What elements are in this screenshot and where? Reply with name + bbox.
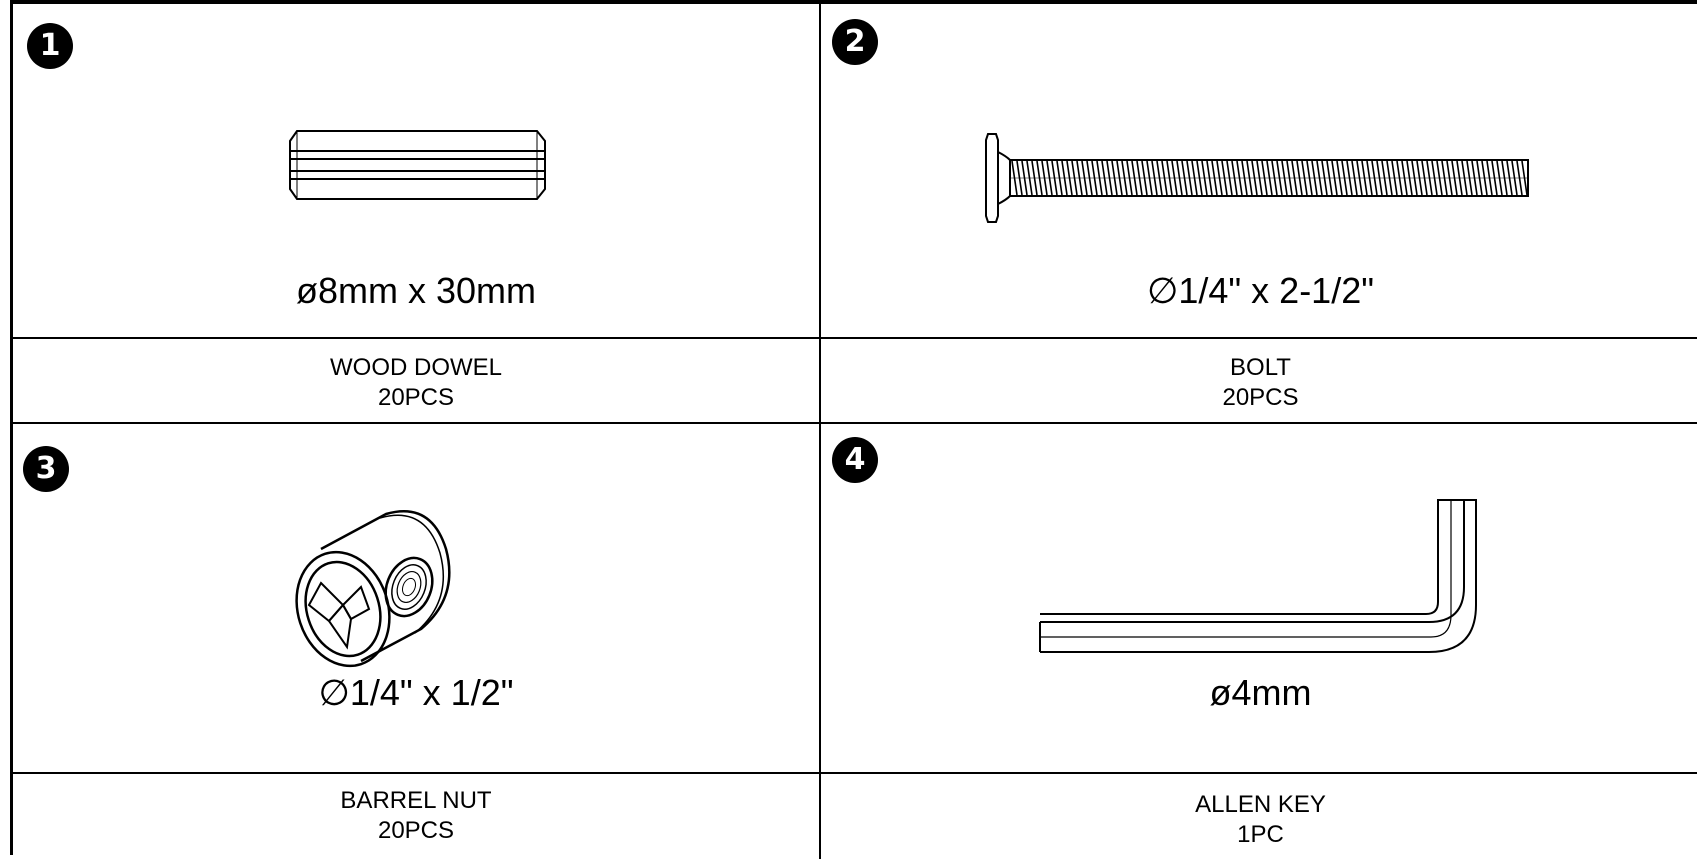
- part-name: ALLEN KEY: [1195, 791, 1326, 818]
- column-divider: [819, 4, 821, 859]
- part-quantity: 20PCS: [377, 384, 455, 411]
- part-label-barrel-nut: BARREL NUT 20PCS: [13, 786, 819, 846]
- part-number-badge: 3: [23, 446, 69, 492]
- part-spec: ∅1/4" x 1/2": [318, 672, 514, 713]
- part-label-allen-key: ALLEN KEY 1PC: [821, 790, 1697, 850]
- allen-key-icon: [1039, 499, 1477, 653]
- part-spec: ø8mm x 30mm: [295, 270, 536, 311]
- part-name: BARREL NUT: [340, 787, 492, 814]
- part-label-bolt: BOLT 20PCS: [821, 353, 1697, 413]
- part-name: WOOD DOWEL: [330, 354, 502, 381]
- barrel-nut-icon: [295, 509, 451, 668]
- part-spec: ∅1/4" x 2-1/2": [1146, 270, 1375, 311]
- hardware-parts-table: 1 ø8mm x 30mm WOOD DOWEL 20PCS 2: [10, 0, 1697, 859]
- row-divider-1: [13, 337, 1697, 339]
- part-name: BOLT: [1230, 354, 1291, 381]
- part-cell-wood-dowel: 1 ø8mm x 30mm: [13, 4, 819, 337]
- part-cell-bolt: 2 ∅1/4" x 2-1/2": [821, 4, 1697, 337]
- part-quantity: 20PCS: [1222, 384, 1299, 411]
- row-divider-3: [13, 772, 1697, 774]
- part-cell-allen-key: 4 ø4mm: [821, 424, 1697, 772]
- part-spec: ø4mm: [1209, 672, 1312, 713]
- part-quantity: 1PC: [1237, 821, 1284, 848]
- part-label-wood-dowel: WOOD DOWEL 20PCS: [13, 353, 819, 413]
- part-number-badge: 2: [832, 19, 878, 65]
- bolt-icon: [985, 133, 1529, 223]
- part-quantity: 20PCS: [377, 817, 455, 844]
- part-cell-barrel-nut: 3 ∅1/4" x 1/2": [13, 424, 819, 772]
- row-divider-2: [13, 422, 1697, 424]
- wood-dowel-icon: [289, 130, 546, 200]
- part-number-badge: 4: [832, 437, 878, 483]
- part-number-badge: 1: [27, 23, 73, 69]
